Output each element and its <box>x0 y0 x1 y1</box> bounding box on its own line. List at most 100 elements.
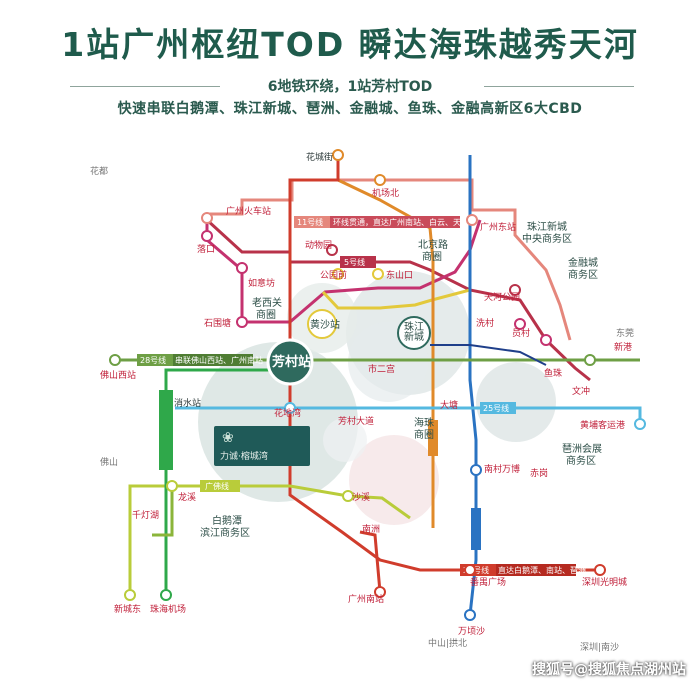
station-huangpu[interactable] <box>634 418 646 430</box>
line-11-tag <box>294 216 330 228</box>
area-zhujiang-hub: 珠江新城 <box>404 320 424 343</box>
line-11-desc-text: 环线贯通，直达广州南站、白云、天河 <box>333 217 469 227</box>
line-28-tag <box>137 354 173 366</box>
line-22-desc-tag <box>496 564 576 576</box>
line-25-tag <box>480 402 516 414</box>
station-tianhegongyuan[interactable] <box>509 284 521 296</box>
brand-logo-icon: ❀ <box>222 430 234 446</box>
line-3 <box>336 155 435 528</box>
label-xiancun: 洗村 <box>476 317 494 329</box>
line-guangfo-tag <box>200 480 240 492</box>
line-18-tag <box>471 508 481 550</box>
area-beijinglu: 北京路商圈 <box>418 238 448 263</box>
station-fanyu[interactable] <box>464 564 476 576</box>
label-dongguan: 东莞 <box>616 327 634 339</box>
station-zhuhai[interactable] <box>160 589 172 601</box>
label-foshan: 佛山 <box>100 456 118 468</box>
label-huangpu: 黄埔客运港 <box>580 419 625 431</box>
label-huadiwan: 花地湾 <box>274 407 301 419</box>
line-3-tag <box>428 420 438 456</box>
line-28-tag-text: 28号线 <box>140 355 166 365</box>
station-yuancun[interactable] <box>514 318 526 330</box>
label-shiweitang: 石围塘 <box>204 317 231 329</box>
zhujiang-hub[interactable] <box>397 316 431 350</box>
label-gz-hcz: 广州火车站 <box>226 205 271 217</box>
huangsha-hub[interactable] <box>307 309 337 339</box>
label-dongwuyuan: 动物园 <box>305 239 332 251</box>
zhongshan-bubble <box>323 418 367 462</box>
label-xincheng: 新城东 <box>114 603 141 615</box>
station-longxi[interactable] <box>166 480 178 492</box>
label-tianhegongyuan: 天河公园 <box>484 291 520 303</box>
line-28-desc-tag <box>173 354 253 366</box>
label-wanqingsha: 万顷沙 <box>458 626 485 637</box>
station-gz-hcz[interactable] <box>201 212 213 224</box>
page-title: 1站广州枢纽TOD 瞬达海珠越秀天河 <box>61 25 639 64</box>
station-foshan-xz[interactable] <box>109 354 121 366</box>
line-11-tag-text: 11号线 <box>297 217 323 227</box>
station-shenzhen-gm[interactable] <box>594 564 606 576</box>
label-wenchong: 文冲 <box>572 385 590 397</box>
line-28-desc-text: 串联佛山西站、广州南站 <box>175 355 263 365</box>
area-jinrong: 金融城商务区 <box>568 256 598 281</box>
station-gongyuanqian[interactable] <box>332 268 344 280</box>
station-dongwuyuan[interactable] <box>326 244 338 256</box>
area-zhujiang-cbd: 珠江新城中央商务区 <box>522 220 572 245</box>
label-qiandeng: 千灯湖 <box>132 510 159 521</box>
brand-name: 力诚·榕城湾 <box>220 452 268 462</box>
line-5-tag-text: 5号线 <box>344 257 365 267</box>
label-fangcundadao: 芳村大道 <box>338 415 374 427</box>
station-luokou[interactable] <box>201 230 213 242</box>
label-longxi: 龙溪 <box>178 491 196 503</box>
right-divider <box>484 86 634 87</box>
line-11 <box>205 178 572 341</box>
label-luokou: 落口 <box>197 243 215 255</box>
label-nanzhou: 南洲 <box>362 523 380 535</box>
station-gz-nz[interactable] <box>374 586 386 598</box>
station-gz-dz[interactable] <box>466 214 478 226</box>
label-zhongshan: 中山|拱北 <box>428 637 467 649</box>
area-pazhou: 琶洲会展商务区 <box>562 442 602 467</box>
label-ruyifang: 如意坊 <box>248 277 275 289</box>
project-brand: ❀ 力诚·榕城湾 <box>214 426 310 466</box>
line-22-south <box>359 530 382 593</box>
label-gongyuanqian: 公园前 <box>320 269 347 281</box>
label-zhuhai: 珠海机场 <box>150 603 186 615</box>
station-wanqingsha[interactable] <box>464 609 476 621</box>
station-jichangbei[interactable] <box>374 174 386 186</box>
area-baietan: 白鹅潭滨江商务区 <box>200 514 250 539</box>
label-gz-dz: 广州东站 <box>480 221 516 233</box>
station-ruyifang[interactable] <box>236 262 248 274</box>
label-huadu: 花都 <box>90 165 108 177</box>
label-shenzhen-gm: 深圳光明城 <box>582 576 627 588</box>
watermark: 搜狐号@搜狐焦点湖州站 <box>532 662 686 678</box>
label-xiaowan: 消水站 <box>174 397 201 409</box>
label-gz-nz: 广州南站 <box>348 593 384 605</box>
label-chigang: 赤岗 <box>530 468 548 479</box>
station-huachengjie[interactable] <box>332 149 344 161</box>
station-markers <box>109 149 646 621</box>
shayuan-bubble <box>349 435 439 525</box>
label-shaxi: 沙溪 <box>352 491 370 503</box>
station-nancun[interactable] <box>470 464 482 476</box>
label-huachengjie: 花城街 <box>306 151 333 163</box>
line-22-desc-text: 直达白鹅潭、南站、琶洲 <box>498 565 586 575</box>
line-21 <box>430 344 547 366</box>
fangcun-hub[interactable] <box>266 338 314 386</box>
station-dongshankou[interactable] <box>372 268 384 280</box>
station-shiweitang[interactable] <box>236 316 248 328</box>
label-yuancun: 员村 <box>512 327 530 339</box>
line-guangfo <box>128 484 411 595</box>
subtitle-metro: 6地铁环绕，1站芳村TOD <box>267 79 433 95</box>
label-shiergong: 市二宫 <box>368 363 395 375</box>
line-guangfo-tag-text: 广佛线 <box>205 481 229 491</box>
area-haizhu: 海珠商圈 <box>414 416 434 441</box>
station-shaxi[interactable] <box>342 490 354 502</box>
label-yuzhu: 鱼珠 <box>544 367 562 379</box>
metro-map: 11号线 环线贯通，直达广州南站、白云、天河 5号线 28号线 串联佛山西站、广… <box>90 149 646 653</box>
station-huadiwan[interactable] <box>284 402 296 414</box>
station-xincheng[interactable] <box>124 589 136 601</box>
station-yuzhu[interactable] <box>540 334 552 346</box>
station-xingang[interactable] <box>584 354 596 366</box>
area-laoxiguan: 老西关商圈 <box>252 296 282 321</box>
